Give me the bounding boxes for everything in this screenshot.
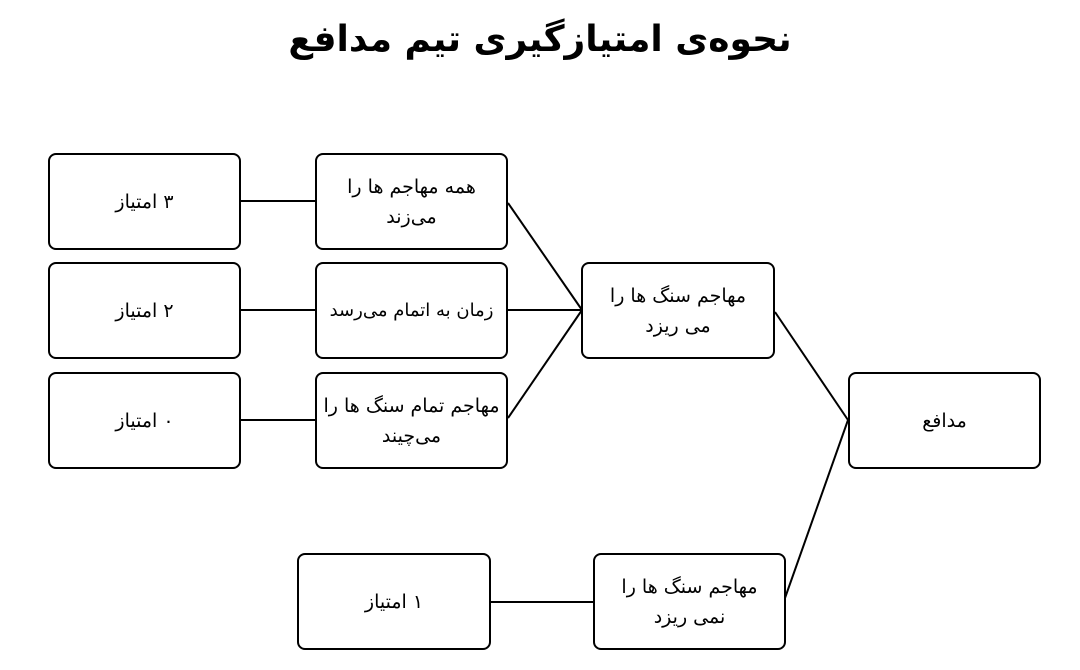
- node-score-3-label: ۳ امتیاز: [115, 190, 174, 213]
- diagram-title: نحوه‌ی امتیازگیری تیم مدافع: [288, 19, 792, 60]
- node-time-runs-out-label: زمان به اتمام می‌رسد: [329, 299, 494, 321]
- node-attacker-not-breaks-stones-label: مهاجم سنگ ها را نمی ریزد: [621, 575, 758, 628]
- edge-root-breaks: [774, 311, 849, 421]
- node-defender-label: مدافع: [922, 409, 967, 432]
- node-score-1-label: ۱ امتیاز: [364, 590, 424, 613]
- node-attacker-not-breaks-stones: مهاجم سنگ ها را نمی ریزد: [593, 553, 786, 650]
- node-score-3: ۳ امتیاز: [48, 153, 241, 250]
- node-time-runs-out: زمان به اتمام می‌رسد: [315, 262, 508, 359]
- edge-breaks-stacks-all: [507, 309, 583, 419]
- edge-root-not-breaks: [784, 419, 849, 599]
- node-attacker-breaks-stones: مهاجم سنگ ها را می ریزد: [581, 262, 775, 359]
- node-score-2-label: ۲ امتیاز: [115, 299, 174, 322]
- node-defender: مدافع: [848, 372, 1041, 469]
- edge-breaks-hits-all: [507, 202, 583, 311]
- node-score-2: ۲ امتیاز: [48, 262, 241, 359]
- node-attacker-breaks-stones-label: مهاجم سنگ ها را می ریزد: [609, 284, 747, 337]
- node-score-1: ۱ امتیاز: [297, 553, 491, 650]
- node-score-0: ۰ امتیاز: [48, 372, 241, 469]
- node-hits-all-attackers-label: همه مهاجم ها را می‌زند: [347, 175, 476, 228]
- node-score-0-label: ۰ امتیاز: [115, 409, 174, 432]
- node-attacker-stacks-all-stones: مهاجم تمام سنگ ها را می‌چیند: [315, 372, 508, 469]
- node-attacker-stacks-all-stones-label: مهاجم تمام سنگ ها را می‌چیند: [323, 394, 500, 447]
- node-hits-all-attackers: همه مهاجم ها را می‌زند: [315, 153, 508, 250]
